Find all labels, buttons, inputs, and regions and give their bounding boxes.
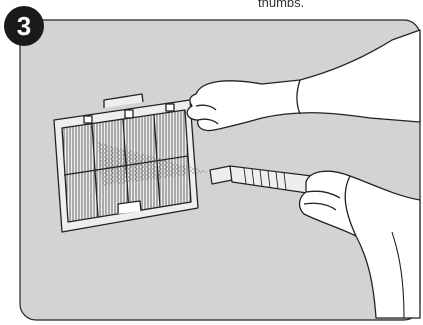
step-number-badge: 3 — [4, 6, 44, 46]
